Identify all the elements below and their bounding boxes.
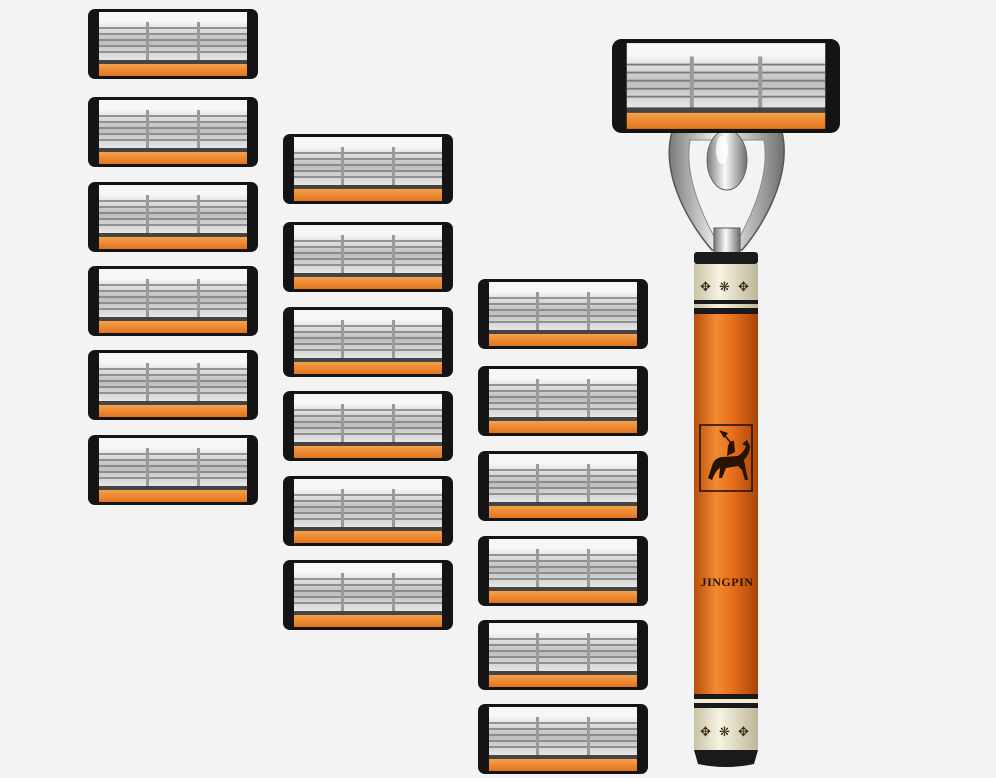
cartridge-column-3 [478, 279, 648, 774]
svg-text:❋: ❋ [719, 725, 730, 740]
brand-label: JINGPIN [700, 575, 754, 589]
cartridge-column-1 [88, 9, 258, 505]
svg-text:✥: ✥ [738, 280, 749, 295]
svg-text:✥: ✥ [700, 280, 711, 295]
blade-cartridge [478, 366, 648, 436]
blade-cartridge [283, 391, 453, 461]
svg-text:✥: ✥ [738, 725, 749, 740]
svg-text:✥: ✥ [700, 725, 711, 740]
blade-cartridge [478, 704, 648, 774]
blade-cartridge [88, 435, 258, 505]
cartridge-column-2 [283, 134, 453, 630]
blade-cartridge [283, 476, 453, 546]
blade-cartridge [478, 451, 648, 521]
horse-rider-icon [699, 424, 753, 492]
blade-cartridge [283, 222, 453, 292]
blade-cartridge [478, 536, 648, 606]
svg-text:❋: ❋ [719, 280, 730, 295]
blade-cartridge [478, 620, 648, 690]
blade-cartridge [88, 266, 258, 336]
razor-handle: ✥ ❋ ✥ ✥ ❋ ✥ [694, 252, 758, 767]
razor-neck [668, 129, 785, 255]
blade-cartridge [88, 182, 258, 252]
blade-cartridge [283, 560, 453, 630]
razor: ✥ ❋ ✥ ✥ ❋ ✥ [612, 39, 840, 767]
razor-head-cartridge [612, 39, 840, 133]
blade-cartridge [88, 9, 258, 79]
blade-cartridge [283, 134, 453, 204]
blade-cartridge [283, 307, 453, 377]
blade-cartridge [88, 97, 258, 167]
blade-cartridge [88, 350, 258, 420]
blade-cartridge [478, 279, 648, 349]
